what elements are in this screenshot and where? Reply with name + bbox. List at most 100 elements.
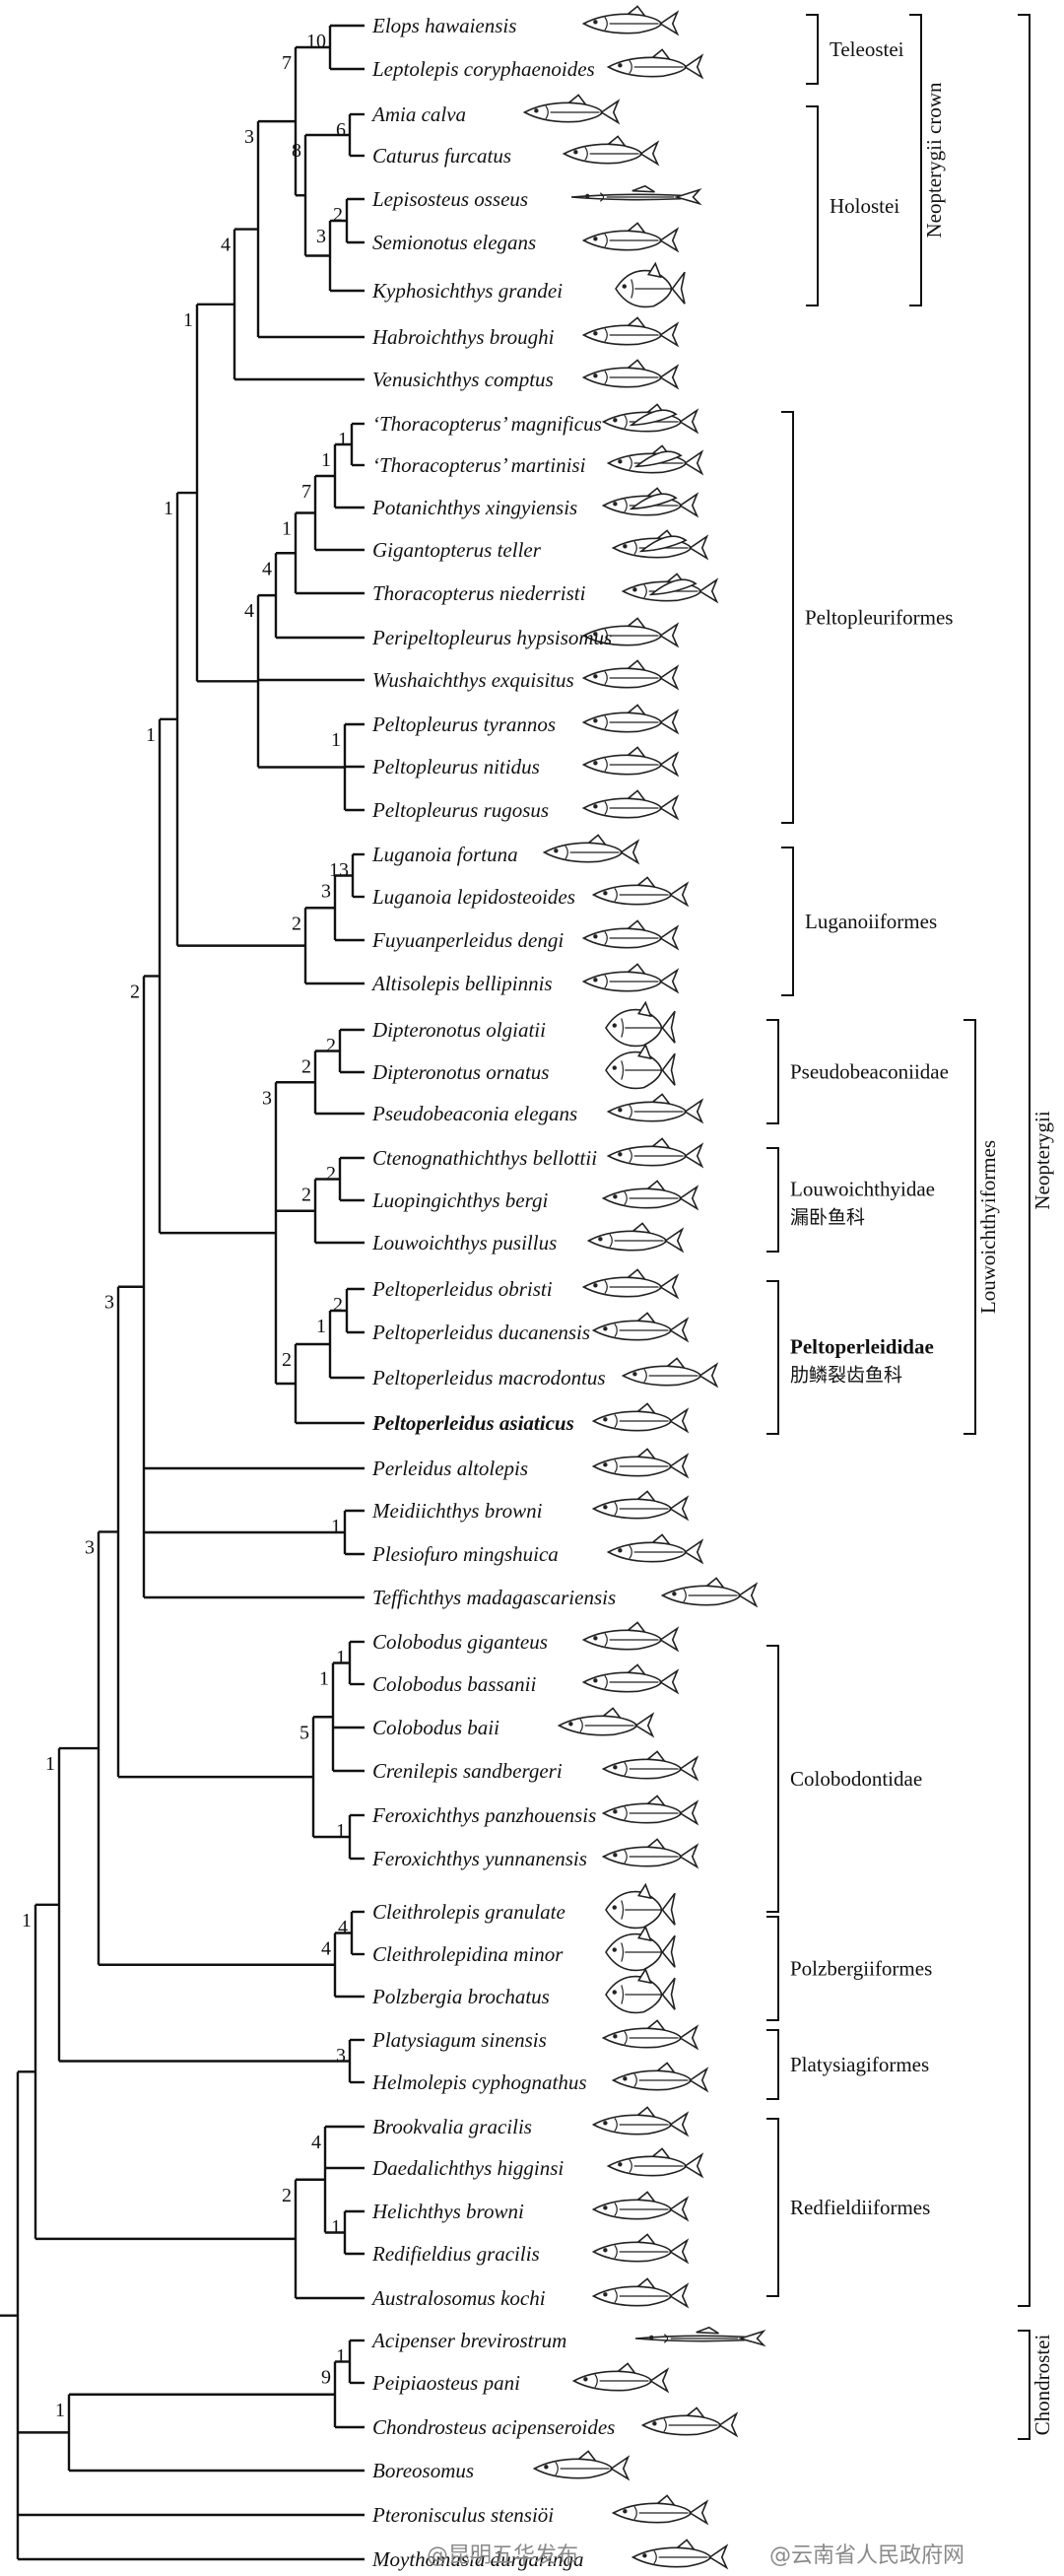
fish-gill-line bbox=[584, 147, 588, 161]
fish-tail bbox=[668, 2238, 690, 2265]
support-value: 2 bbox=[282, 2185, 292, 2206]
taxon-label: Peltopleurus tyrannos bbox=[371, 712, 556, 736]
fish-gill-line bbox=[621, 1900, 625, 1920]
fish-dorsal-fin bbox=[626, 359, 647, 371]
fish-gill-line bbox=[555, 2462, 559, 2475]
fish-tail bbox=[658, 321, 680, 348]
fish-gill-line bbox=[624, 499, 628, 512]
fish-dorsal-fin bbox=[606, 135, 628, 147]
fish-eye bbox=[618, 1152, 623, 1157]
fish-drawing bbox=[621, 573, 719, 604]
taxon-label: Cleithrolepis granulate bbox=[372, 1900, 565, 1924]
clade-bracket: Pseudobeaconiidae bbox=[766, 1019, 949, 1124]
fish-gill-line bbox=[629, 456, 632, 470]
clade-bracket-line bbox=[806, 105, 819, 306]
fish-gill-line bbox=[621, 1985, 625, 2004]
fish-dorsal-fin bbox=[635, 876, 657, 888]
fish-eye bbox=[593, 761, 598, 766]
fish-gill-line bbox=[614, 1502, 618, 1516]
taxon-label: Amia calva bbox=[370, 102, 466, 126]
fish-gill-line bbox=[604, 328, 608, 342]
fish-tail bbox=[658, 10, 680, 36]
clade-label: Peltopleuriformes bbox=[805, 606, 953, 630]
support-value: 9 bbox=[321, 2367, 331, 2389]
fish-drawing bbox=[606, 1137, 704, 1169]
fish-dorsal-fin bbox=[650, 2147, 672, 2159]
clade-label-cn: 肋鳞裂齿鱼科 bbox=[790, 1365, 902, 1387]
fish-gill-line bbox=[633, 541, 637, 555]
fish-drawing bbox=[532, 2450, 631, 2481]
fish-drawing bbox=[581, 5, 680, 36]
fish-dorsal-fin bbox=[675, 2539, 697, 2550]
taxon-label: Altisolepis bellipinnis bbox=[370, 972, 553, 995]
taxon-label: Redifieldius gracilis bbox=[371, 2242, 540, 2266]
fish-dorsal-fin bbox=[646, 261, 662, 279]
watermark-text-right: @云南省人民政府网 bbox=[769, 2543, 964, 2568]
fish-dorsal-fin bbox=[626, 659, 647, 671]
fish-dorsal-fin bbox=[645, 2019, 667, 2031]
fish-tail bbox=[658, 622, 680, 648]
fish-wing-fin bbox=[629, 493, 678, 510]
taxon-label: Colobodus baii bbox=[372, 1716, 499, 1739]
fish-gill-line bbox=[604, 715, 608, 729]
fish-tail bbox=[661, 1052, 676, 1086]
fish-drawing bbox=[601, 1838, 699, 1869]
fish-gill-line bbox=[614, 1323, 618, 1337]
fish-tail bbox=[688, 534, 709, 561]
taxon-label: Brookvalia gracilis bbox=[372, 2115, 532, 2138]
fish-eye bbox=[603, 1505, 608, 1510]
clade-label-cn: 漏卧鱼科 bbox=[790, 1207, 865, 1229]
fish-dorsal-fin bbox=[636, 1000, 652, 1018]
fish-eye bbox=[585, 193, 590, 199]
support-value: 8 bbox=[292, 140, 301, 162]
fish-drawing bbox=[601, 487, 699, 518]
fish-tail bbox=[673, 188, 702, 206]
taxon-label: Pseudobeaconia elegans bbox=[371, 1102, 577, 1125]
fish-dorsal-fin bbox=[636, 1043, 652, 1060]
fish-tail bbox=[619, 839, 640, 865]
clade-bracket-line bbox=[781, 411, 794, 824]
support-value: 1 bbox=[316, 1316, 326, 1337]
taxon-label: Australosomus kochi bbox=[370, 2286, 546, 2310]
fish-dorsal-fin bbox=[635, 1490, 657, 1502]
support-value: 2 bbox=[333, 1294, 343, 1316]
support-value: 2 bbox=[326, 1035, 336, 1056]
support-value: 13 bbox=[329, 859, 349, 881]
fish-drawing bbox=[606, 48, 704, 80]
fish-tail bbox=[599, 99, 621, 125]
fish-eye bbox=[652, 2421, 657, 2426]
fish-dorsal-fin bbox=[650, 1137, 672, 1149]
taxon-label: Peltoperleidus asiaticus bbox=[371, 1411, 574, 1435]
fish-dorsal-fin bbox=[566, 94, 588, 105]
taxon-label: Cleithrolepidina minor bbox=[372, 1942, 564, 1966]
fish-drawing bbox=[581, 359, 680, 390]
taxon-label: Kyphosichthys grandei bbox=[371, 279, 563, 303]
fish-tail bbox=[737, 2330, 766, 2347]
clade-bracket-line bbox=[964, 1019, 976, 1435]
taxon-label: Peripeltopleurus hypsisomus bbox=[371, 626, 612, 649]
taxon-label: Pteronisculus stensiöi bbox=[371, 2503, 554, 2527]
fish-tail bbox=[717, 2411, 739, 2438]
fish-drawing bbox=[581, 617, 680, 648]
fish-tail bbox=[648, 2367, 670, 2394]
fish-tail bbox=[661, 1934, 676, 1968]
fish-eye bbox=[603, 2121, 608, 2126]
support-value: 5 bbox=[299, 1722, 309, 1743]
clade-label: Teleostei bbox=[830, 37, 904, 61]
support-value: 1 bbox=[55, 2400, 65, 2421]
fish-eye bbox=[593, 20, 598, 25]
fish-tail bbox=[671, 271, 686, 305]
fish-gill-line bbox=[614, 1459, 618, 1473]
fish-gill-line bbox=[599, 192, 605, 202]
fish-tail bbox=[683, 1538, 704, 1565]
support-value: 1 bbox=[319, 1668, 329, 1690]
support-value: 2 bbox=[301, 1056, 311, 1078]
taxon-label: Peltoperleidus obristi bbox=[371, 1277, 553, 1301]
taxon-label: ‘Thoracopterus’ martinisi bbox=[372, 453, 586, 477]
fish-drawing bbox=[542, 834, 640, 865]
fish-eye bbox=[603, 2248, 608, 2253]
fish-drawing bbox=[581, 746, 680, 778]
fish-drawing bbox=[611, 2062, 709, 2093]
fish-tail bbox=[678, 2024, 699, 2051]
clade-bracket-line bbox=[766, 2118, 779, 2297]
